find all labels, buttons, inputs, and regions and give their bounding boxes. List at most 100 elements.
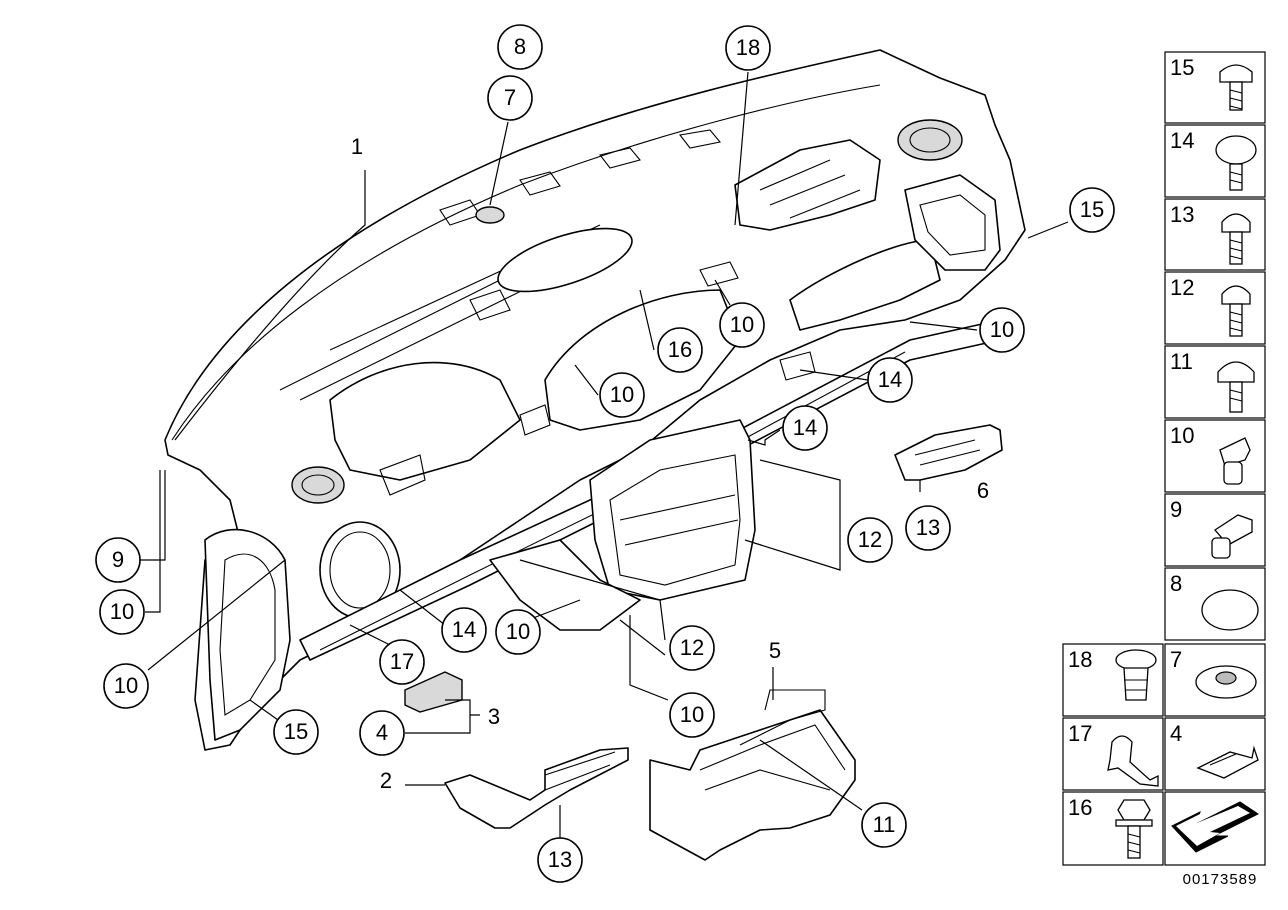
hardware-cell: 9: [1164, 493, 1266, 567]
clip-nut-icon: [1219, 437, 1251, 485]
callout-11: 11: [861, 802, 907, 848]
callout-4: 4: [359, 710, 405, 756]
callout-12: 12: [669, 625, 715, 671]
hardware-number: 16: [1068, 795, 1092, 820]
callout-17: 17: [379, 639, 425, 685]
callout-18: 18: [725, 25, 771, 71]
label-part-1: 1: [351, 134, 363, 159]
leader-lines: [140, 71, 1069, 838]
hardware-number: 15: [1170, 55, 1194, 80]
bracket-part-6: [894, 424, 1003, 481]
callout-label: 10: [730, 312, 754, 337]
callout-label: 17: [390, 649, 414, 674]
hardware-number: 7: [1170, 647, 1182, 672]
callout-14: 14: [867, 357, 913, 403]
callout-label: 14: [452, 617, 476, 642]
hardware-number: 12: [1170, 275, 1194, 300]
callout-layer: 8 7 18 15 10 10 16 14 10 14 13 12 9 10 1…: [95, 24, 1115, 883]
callout-13: 13: [537, 837, 583, 883]
callout-label: 10: [110, 599, 134, 624]
plain-labels: 1 6 5 3 2: [351, 134, 989, 793]
callout-10: 10: [599, 372, 645, 418]
label-part-2: 2: [380, 768, 392, 793]
label-part-3: 3: [488, 704, 500, 729]
hardware-panel: 15 14 13: [1062, 51, 1266, 866]
document-number: 00173589: [1183, 871, 1258, 888]
hardware-cell: 11: [1164, 345, 1266, 419]
callout-label: 8: [514, 34, 526, 59]
label-part-6: 6: [977, 478, 989, 503]
screw-round-head-icon: [1215, 135, 1257, 191]
callout-label: 10: [506, 619, 530, 644]
callout-label: 18: [736, 35, 760, 60]
hardware-cell: 16: [1062, 791, 1164, 866]
callout-label: 14: [793, 415, 817, 440]
callout-label: 13: [548, 847, 572, 872]
grommet-icon: [1195, 665, 1257, 699]
hardware-cell: 17: [1062, 717, 1164, 791]
hardware-cell: 7: [1164, 643, 1266, 717]
callout-10: 10: [669, 692, 715, 738]
callout-10: 10: [979, 307, 1025, 353]
callout-label: 10: [680, 702, 704, 727]
hardware-number: 10: [1170, 423, 1194, 448]
hardware-cell: 18: [1062, 643, 1164, 717]
label-part-5: 5: [769, 638, 781, 663]
spring-clip-icon: [1196, 745, 1259, 779]
glovebox-part-11: [649, 689, 856, 861]
callout-label: 15: [284, 719, 308, 744]
hardware-cell: 15: [1164, 51, 1266, 124]
cap-icon: [1201, 589, 1259, 631]
hardware-cell: 8: [1164, 567, 1266, 641]
callout-label: 4: [376, 720, 388, 745]
hardware-number: 13: [1170, 202, 1194, 227]
callout-10: 10: [719, 302, 765, 348]
hardware-cell: [1164, 791, 1266, 866]
callout-10: 10: [103, 663, 149, 709]
callout-label: 15: [1080, 197, 1104, 222]
screw-head-icon: [1221, 213, 1251, 265]
hardware-number: 11: [1170, 349, 1193, 374]
callout-label: 11: [873, 812, 896, 837]
callout-label: 14: [878, 367, 902, 392]
hex-bolt-icon: [1115, 799, 1153, 859]
callout-16: 16: [657, 327, 703, 373]
screw-head-icon: [1221, 285, 1251, 337]
screw-flange-icon: [1217, 361, 1255, 413]
hardware-cell: 14: [1164, 124, 1266, 198]
hardware-number: 18: [1068, 647, 1092, 672]
callout-7: 7: [487, 75, 533, 121]
hardware-number: 9: [1170, 497, 1182, 522]
expansion-rivet-icon: [1115, 649, 1157, 701]
callout-13: 13: [905, 505, 951, 551]
callout-label: 7: [504, 85, 516, 110]
hardware-cell: 10: [1164, 419, 1266, 493]
callout-9: 9: [95, 537, 141, 583]
cable-clip-icon: [1107, 735, 1159, 787]
bracket-part-2: [444, 747, 629, 829]
callout-15: 15: [1069, 187, 1115, 233]
callout-label: 10: [610, 382, 634, 407]
hardware-number: 4: [1170, 721, 1182, 746]
callout-label: 9: [112, 547, 124, 572]
callout-label: 10: [114, 673, 138, 698]
callout-12: 12: [847, 517, 893, 563]
clip-nut-icon: [1211, 514, 1253, 559]
callout-14: 14: [782, 405, 828, 451]
dashboard-carrier: [164, 49, 1026, 751]
callout-label: 12: [680, 635, 704, 660]
hardware-cell: 4: [1164, 717, 1266, 791]
callout-14: 14: [441, 607, 487, 653]
callout-10: 10: [99, 589, 145, 635]
callout-10: 10: [495, 609, 541, 655]
callout-8: 8: [497, 24, 543, 70]
screw-flange-icon: [1219, 64, 1253, 111]
callout-label: 12: [858, 527, 882, 552]
hardware-number: 8: [1170, 571, 1182, 596]
hardware-number: 14: [1170, 128, 1194, 153]
callout-label: 10: [990, 317, 1014, 342]
hardware-cell: 12: [1164, 271, 1266, 345]
hardware-cell: 13: [1164, 198, 1266, 271]
callout-15: 15: [273, 709, 319, 755]
